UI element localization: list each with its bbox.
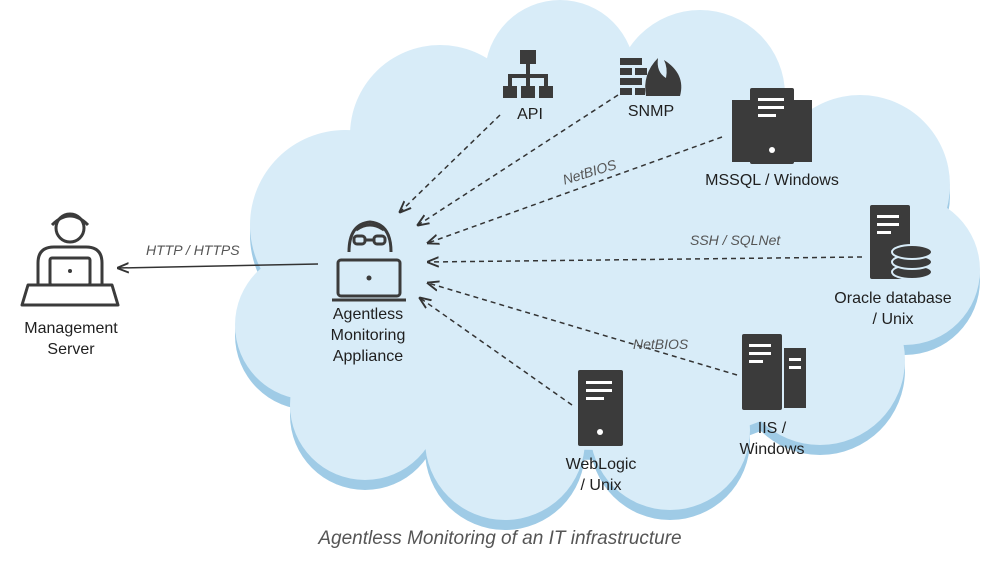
iis-label-line1: IIS /: [757, 420, 787, 437]
user-laptop-icon: [20, 212, 120, 307]
server-tower-icon: [578, 370, 623, 446]
oracle-label-line2: / Unix: [872, 311, 914, 328]
mssql-connection: [428, 136, 723, 243]
monitoring-agent-icon: [332, 220, 406, 302]
firewall-icon: [620, 58, 682, 96]
hierarchy-icon: [503, 50, 553, 98]
snmp-connection: [418, 94, 619, 225]
weblogic-label-line1: WebLogic: [565, 456, 637, 473]
weblogic-label: WebLogic / Unix: [566, 454, 637, 496]
mssql-label: MSSQL / Windows: [705, 172, 839, 189]
iis-label-line2: Windows: [739, 441, 805, 458]
appliance-label-line2: Monitoring: [330, 327, 406, 344]
weblogic-connection: [420, 298, 573, 406]
netbios-bottom-protocol-label: NetBIOS: [633, 336, 689, 352]
management-server-label: Management Server: [24, 318, 117, 360]
appliance-label-line1: Agentless: [332, 306, 404, 323]
oracle-connection: [428, 257, 863, 262]
database-server-icon: [870, 205, 933, 280]
oracle-label: Oracle database / Unix: [834, 288, 951, 330]
appliance-label-line3: Appliance: [332, 348, 404, 365]
http-protocol-label: HTTP / HTTPS: [146, 242, 240, 258]
api-label: API: [517, 106, 543, 123]
ssh-protocol-label: SSH / SQLNet: [690, 232, 781, 248]
weblogic-label-line2: / Unix: [580, 477, 622, 494]
management-server-label-line1: Management: [24, 320, 118, 337]
appliance-label: Agentless Monitoring Appliance: [331, 304, 406, 367]
management-server-label-line2: Server: [47, 341, 95, 358]
server-rack-icon: [732, 88, 812, 164]
snmp-label: SNMP: [627, 103, 675, 120]
server-pair-icon: [742, 334, 806, 410]
http-connection: [118, 264, 319, 268]
oracle-label-line1: Oracle database: [834, 290, 952, 307]
diagram-caption: Agentless Monitoring of an IT infrastruc…: [318, 528, 682, 549]
iis-label: IIS / Windows: [740, 418, 805, 460]
